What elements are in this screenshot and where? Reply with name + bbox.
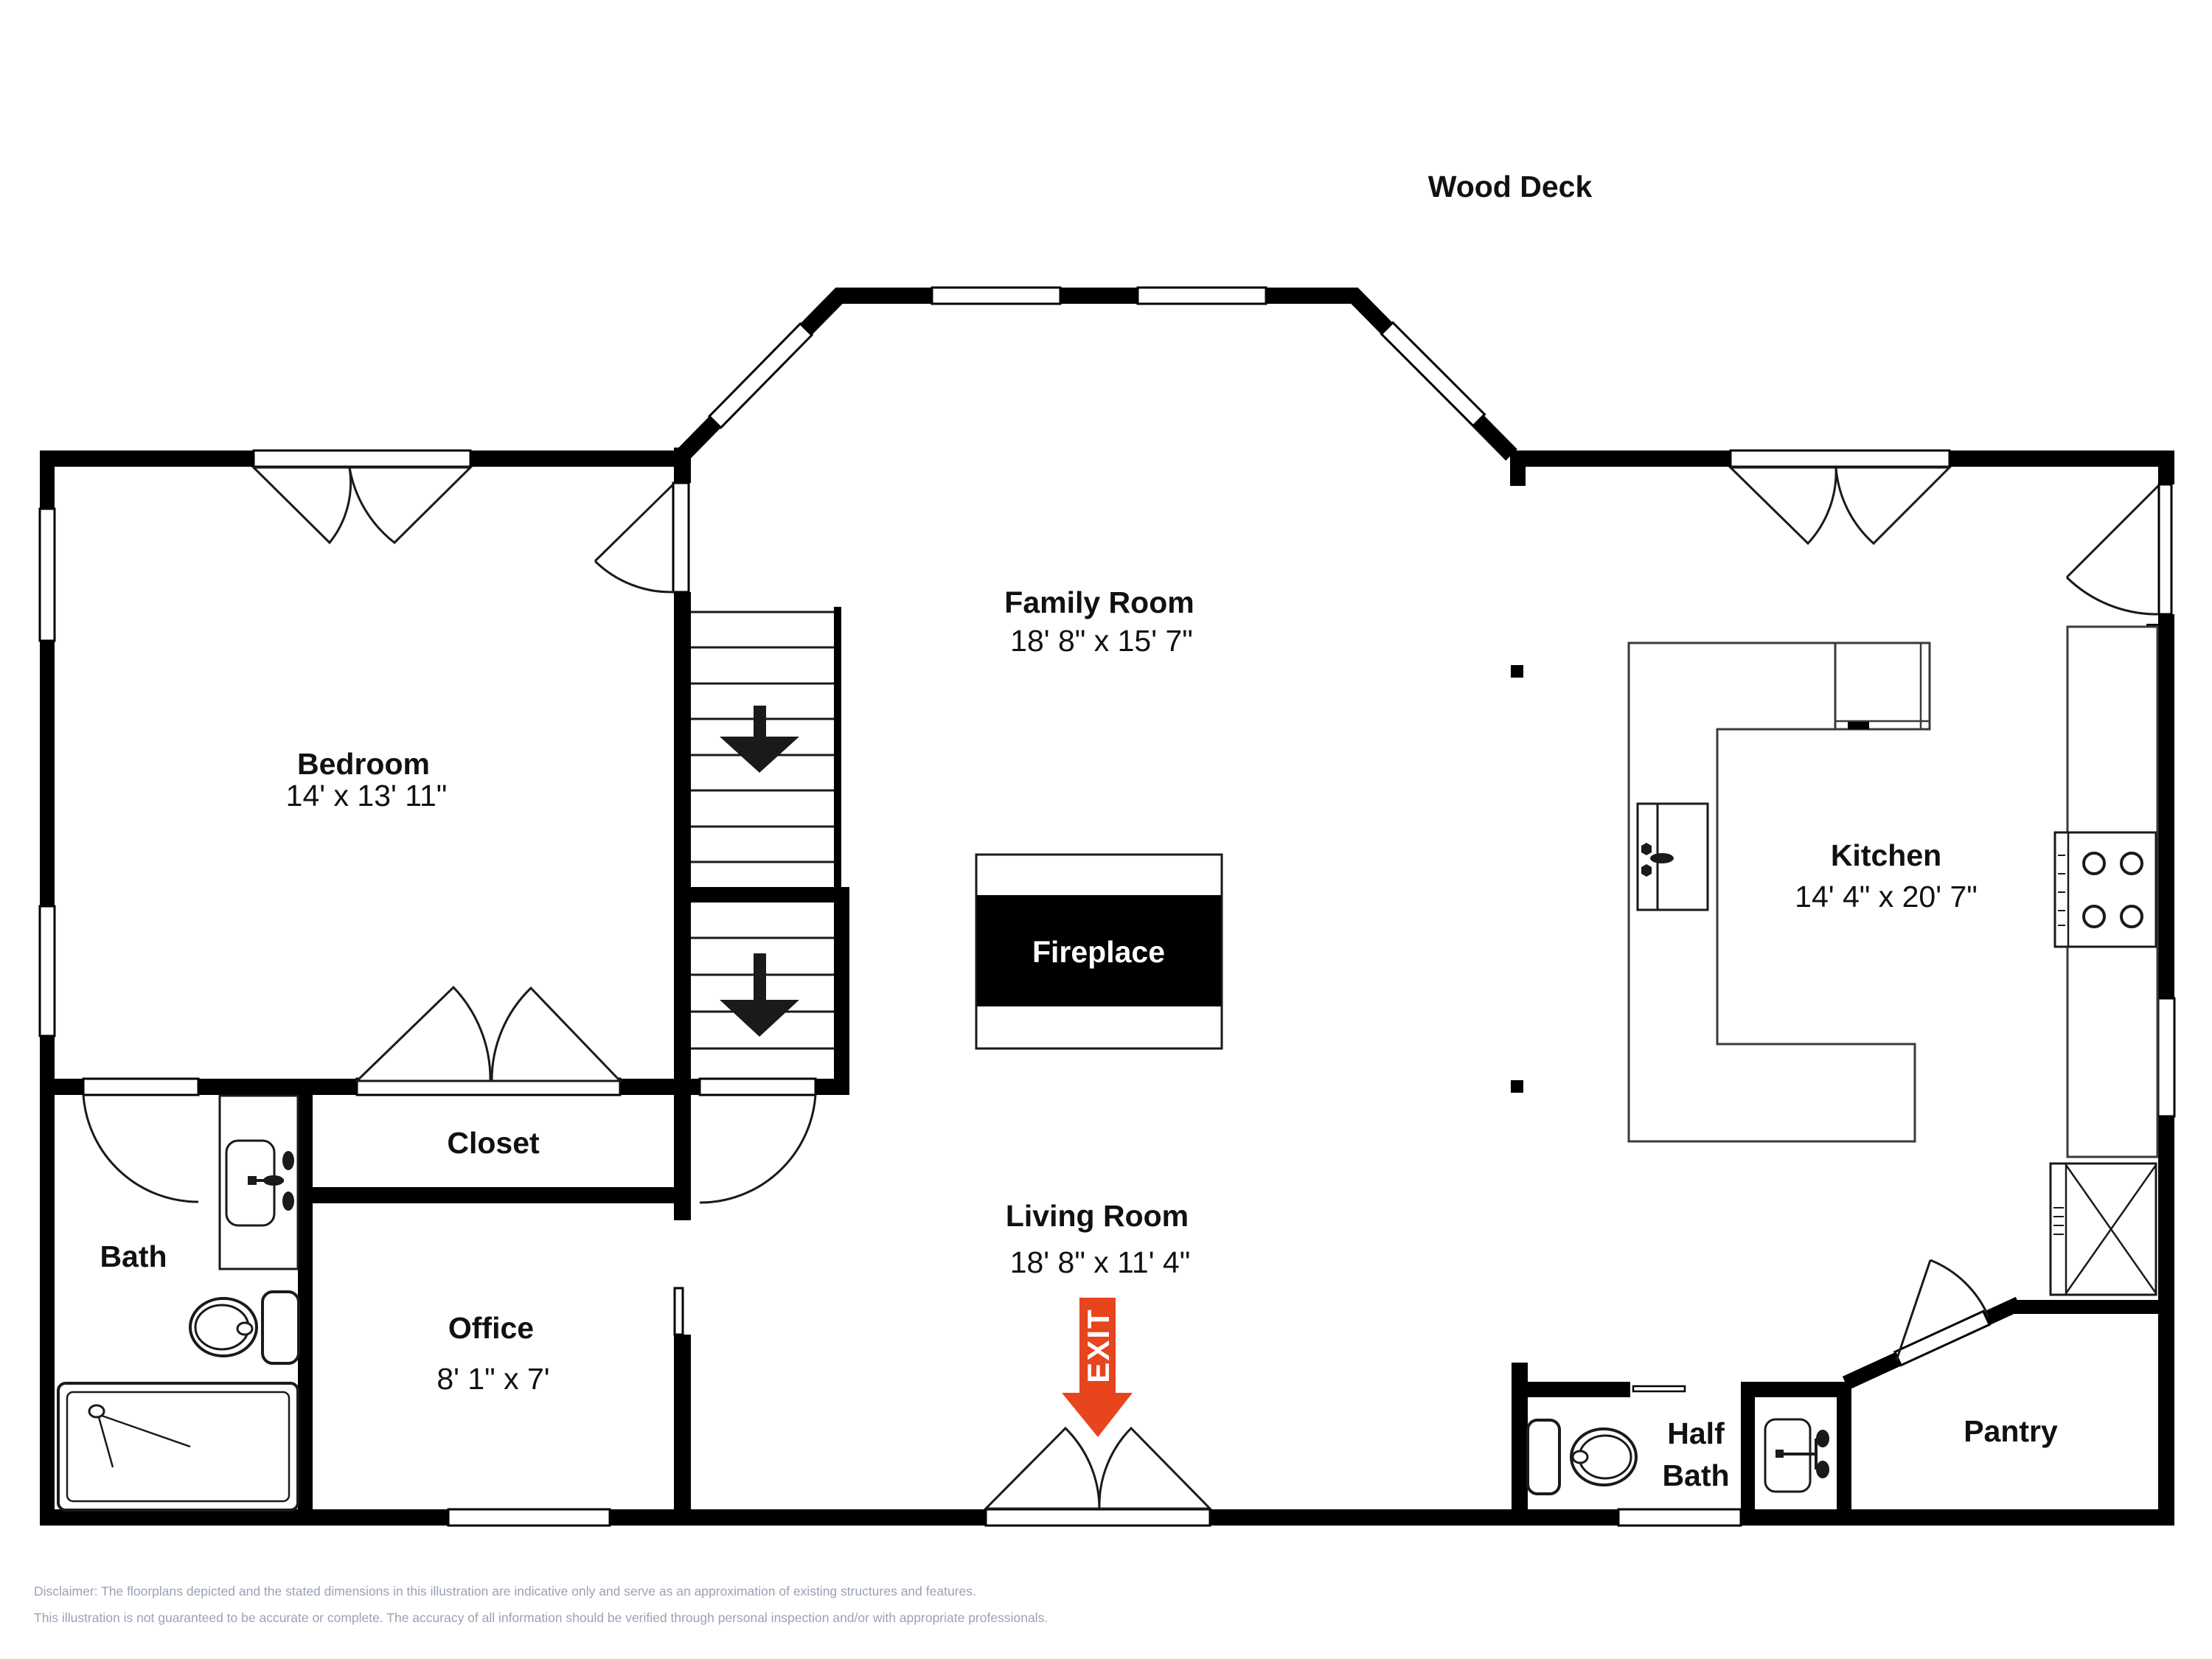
svg-text:Kitchen: Kitchen [1831,838,1941,872]
svg-text:Family Room: Family Room [1004,585,1194,619]
svg-text:14' 4" x 20' 7": 14' 4" x 20' 7" [1795,880,1978,914]
svg-text:Wood Deck: Wood Deck [1428,170,1593,204]
svg-text:Office: Office [448,1311,534,1345]
svg-text:EXIT: EXIT [1081,1308,1116,1382]
svg-text:Half: Half [1667,1416,1725,1450]
svg-text:Disclaimer: The floorplans dep: Disclaimer: The floorplans depicted and … [34,1584,976,1599]
svg-text:Fireplace: Fireplace [1032,935,1165,969]
svg-text:18' 8" x 15' 7": 18' 8" x 15' 7" [1010,624,1193,658]
svg-text:8' 1" x 7': 8' 1" x 7' [437,1362,549,1396]
svg-text:Bedroom: Bedroom [297,747,430,781]
svg-text:Living Room: Living Room [1006,1199,1189,1233]
svg-text:18' 8" x 11' 4": 18' 8" x 11' 4" [1010,1245,1191,1279]
svg-text:Pantry: Pantry [1964,1414,2058,1448]
svg-text:Closet: Closet [447,1126,540,1160]
svg-text:Bath: Bath [1662,1458,1729,1492]
svg-text:Bath: Bath [100,1239,167,1273]
svg-text:14' x 13' 11": 14' x 13' 11" [286,779,448,813]
svg-text:This illustration is not guara: This illustration is not guaranteed to b… [34,1610,1048,1625]
